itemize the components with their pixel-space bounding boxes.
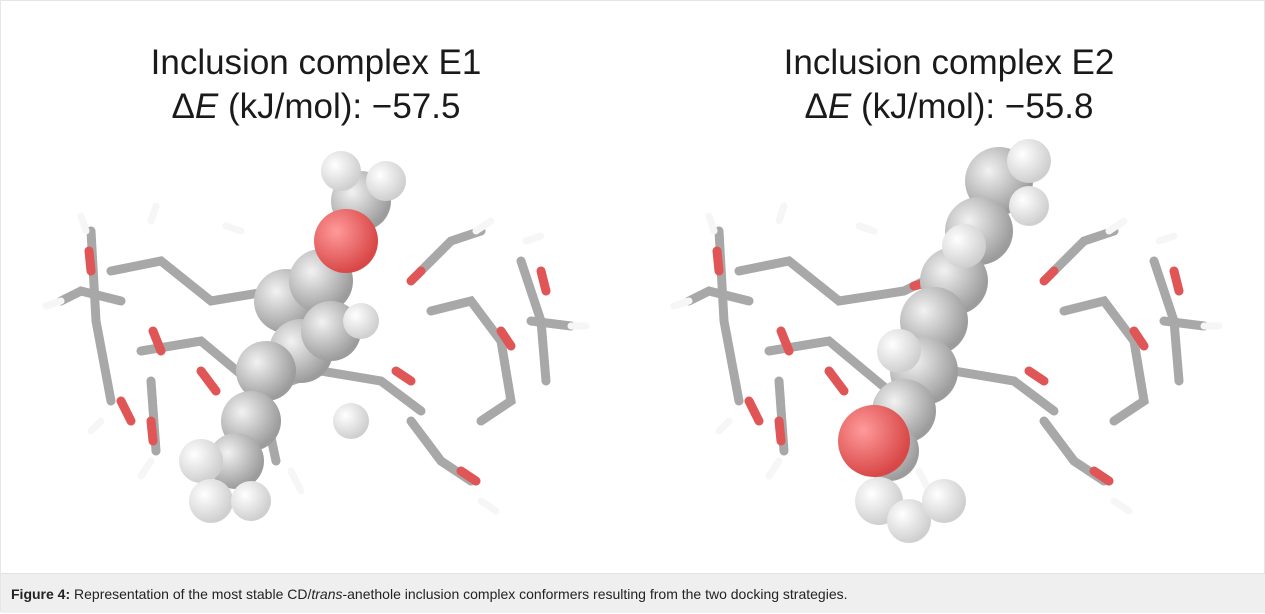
panel-e1-title: Inclusion complex E1 ΔE (kJ/mol): −57.5 xyxy=(1,41,631,129)
caption-label: Figure 4: xyxy=(11,586,71,602)
caption-italic: trans xyxy=(311,586,343,602)
energy-unit-label: (kJ/mol): xyxy=(851,87,1005,126)
panel-e2-energy: ΔE (kJ/mol): −55.8 xyxy=(804,87,1094,126)
molecule-e2-image xyxy=(670,139,1223,543)
caption-text-start: Representation of the most stable CD/ xyxy=(70,586,312,602)
molecule-e1-image xyxy=(42,151,590,523)
panel-e1: Inclusion complex E1 ΔE (kJ/mol): −57.5 xyxy=(1,1,631,571)
panel-e2-name: Inclusion complex E2 xyxy=(783,43,1115,82)
figure-caption: Figure 4: Representation of the most sta… xyxy=(1,573,1265,613)
panel-e1-name: Inclusion complex E1 xyxy=(150,43,482,82)
energy-value: −57.5 xyxy=(371,87,461,126)
guest-molecule xyxy=(838,139,1051,543)
energy-symbol: E xyxy=(827,87,852,126)
energy-symbol: E xyxy=(194,87,219,126)
caption-text-end: -anethole inclusion complex conformers r… xyxy=(342,586,848,602)
panel-e2-title: Inclusion complex E2 ΔE (kJ/mol): −55.8 xyxy=(634,41,1264,129)
energy-unit-label: (kJ/mol): xyxy=(218,87,372,126)
panel-e2: Inclusion complex E2 ΔE (kJ/mol): −55.8 xyxy=(634,1,1264,571)
panel-e1-energy: ΔE (kJ/mol): −57.5 xyxy=(171,87,461,126)
energy-value: −55.8 xyxy=(1004,87,1094,126)
guest-molecule xyxy=(179,151,406,523)
